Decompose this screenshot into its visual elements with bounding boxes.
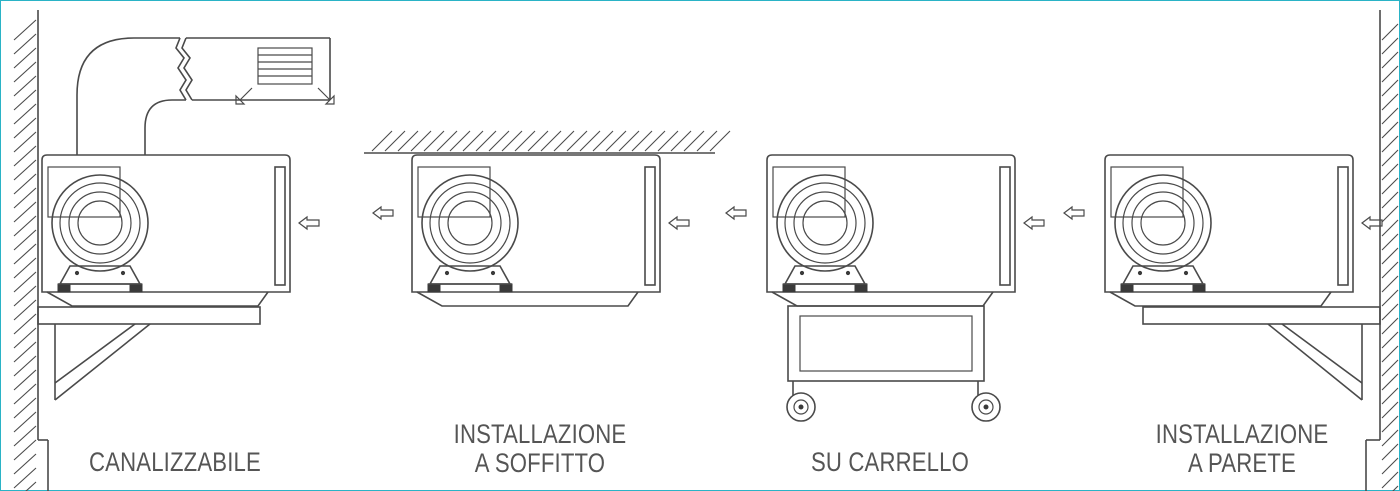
fan-base <box>783 265 867 285</box>
airflow-arrow-icon <box>1063 205 1085 221</box>
bolt-icon <box>1137 270 1143 276</box>
drip-tray <box>771 291 994 307</box>
airflow-arrow-icon <box>235 87 253 105</box>
unit-cabinet <box>1104 154 1354 293</box>
drip-tray <box>1109 291 1332 307</box>
label-installazione-parete-line-1: INSTALLAZIONE <box>1155 419 1329 449</box>
airflow-arrow-icon <box>1023 215 1045 231</box>
airflow-arrow-icon <box>372 205 394 221</box>
wheel-icon <box>971 392 1001 422</box>
duct-icon <box>76 37 335 155</box>
label-installazione-soffitto: INSTALLAZIONE A SOFFITTO <box>442 420 639 478</box>
drip-tray <box>416 291 639 307</box>
bolt-icon <box>845 270 851 276</box>
unit-3 <box>725 154 1045 307</box>
wheel-icon <box>786 392 816 422</box>
fan-icon <box>1114 174 1212 272</box>
unit-cabinet <box>766 154 1016 293</box>
unit-cabinet <box>41 154 291 293</box>
bolt-icon <box>799 270 805 276</box>
fan-icon <box>421 174 519 272</box>
right-wall <box>1365 10 1399 491</box>
label-canalizzabile-line-1: CANALIZZABILE <box>89 447 261 477</box>
foot <box>782 283 796 293</box>
airflow-arrow-icon <box>1361 215 1383 231</box>
label-installazione-soffitto-line-1: INSTALLAZIONE <box>453 419 627 449</box>
wall-bracket-left <box>37 306 261 401</box>
motor-panel <box>417 166 491 218</box>
filter-grille-icon <box>999 166 1011 286</box>
airflow-arrow-icon <box>298 215 320 231</box>
wall-bracket-right <box>1142 306 1381 401</box>
motor-panel <box>1110 166 1184 218</box>
label-canalizzabile: CANALIZZABILE <box>77 448 274 477</box>
label-su-carrello: SU CARRELLO <box>792 448 989 477</box>
filter-grille-icon <box>1337 166 1349 286</box>
unit-cabinet <box>411 154 661 293</box>
unit-2 <box>372 154 690 307</box>
foot <box>57 283 71 293</box>
foot <box>499 283 513 293</box>
bolt-icon <box>1183 270 1189 276</box>
airflow-arrow-icon <box>668 215 690 231</box>
fan-base <box>1121 265 1205 285</box>
foot <box>129 283 143 293</box>
airflow-arrow-icon <box>317 87 335 105</box>
label-installazione-soffitto-line-2: A SOFFITTO <box>474 448 606 478</box>
filter-grille-icon <box>644 166 656 286</box>
filter-grille-icon <box>257 47 313 85</box>
fan-icon <box>776 174 874 272</box>
trolley <box>786 305 1001 422</box>
unit-1 <box>41 154 320 307</box>
foot <box>1192 283 1206 293</box>
foot <box>1120 283 1134 293</box>
label-installazione-parete-line-2: A PARETE <box>1188 448 1296 478</box>
motor-panel <box>47 166 121 218</box>
airflow-arrow-icon <box>725 205 747 221</box>
bolt-icon <box>120 270 126 276</box>
fan-icon <box>51 174 149 272</box>
bolt-icon <box>444 270 450 276</box>
motor-panel <box>772 166 846 218</box>
label-su-carrello-line-1: SU CARRELLO <box>810 447 970 477</box>
foot <box>427 283 441 293</box>
left-wall <box>13 10 49 491</box>
foot <box>854 283 868 293</box>
ceiling <box>364 130 731 154</box>
bolt-icon <box>74 270 80 276</box>
label-installazione-parete: INSTALLAZIONE A PARETE <box>1144 420 1341 478</box>
fan-base <box>428 265 512 285</box>
fan-base <box>58 265 142 285</box>
drip-tray <box>46 291 269 307</box>
unit-4 <box>1063 154 1383 307</box>
bolt-icon <box>490 270 496 276</box>
filter-grille-icon <box>274 166 286 286</box>
